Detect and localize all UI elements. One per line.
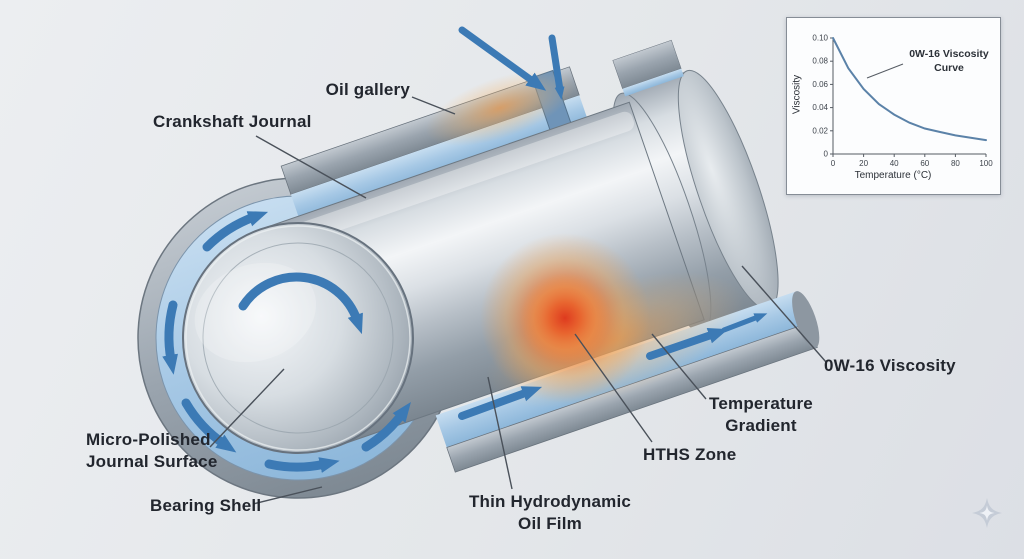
label-temperature-gradient: Temperature Gradient — [709, 394, 813, 435]
leader-line — [741, 265, 827, 363]
chart-annotation: 0W-16 Viscosity Curve — [909, 48, 989, 74]
leader-line — [255, 135, 367, 199]
oil-flow-arrow — [361, 401, 411, 452]
label-oil-gallery: Oil gallery — [325, 80, 410, 99]
svg-text:80: 80 — [951, 159, 960, 168]
oil-flow-arrow — [458, 386, 543, 420]
oil-flow-arrow — [181, 398, 237, 453]
viscosity-chart: 0.10 0.08 0.06 0.04 0.02 00 20 40 60 80 100 — [812, 34, 993, 169]
svg-text:40: 40 — [890, 159, 899, 168]
svg-text:0.08: 0.08 — [812, 57, 828, 66]
oil-flow-arrow — [721, 313, 768, 333]
rotation-arrow-icon — [238, 272, 363, 335]
svg-text:0.02: 0.02 — [812, 126, 828, 135]
svg-text:0: 0 — [824, 150, 829, 159]
label-thin-hydrodynamic-oil-film: Thin Hydrodynamic Oil Film — [468, 492, 632, 533]
label-crankshaft-journal: Crankshaft Journal — [153, 112, 312, 131]
svg-text:0.10: 0.10 — [812, 34, 828, 43]
leader-lines — [209, 96, 827, 505]
svg-text:0.06: 0.06 — [812, 80, 828, 89]
leader-line — [651, 333, 707, 400]
svg-text:100: 100 — [979, 159, 993, 168]
label-0w16-viscosity: 0W-16 Viscosity — [824, 356, 956, 375]
oil-flow-arrow — [264, 457, 340, 473]
oil-flow-arrows — [162, 26, 768, 473]
chart-x-axis-label: Temperature (°C) — [854, 170, 932, 181]
label-micro-polished-journal-surface: Micro-Polished Journal Surface — [86, 430, 218, 471]
oil-inlet-arrow — [458, 26, 547, 91]
oil-flow-arrow — [646, 328, 729, 360]
label-bearing-shell: Bearing Shell — [150, 496, 262, 515]
chart-y-axis-label: Viscosity — [791, 74, 803, 115]
leader-line — [487, 376, 513, 490]
leader-line — [252, 486, 323, 505]
label-hths-zone: HTHS Zone — [643, 445, 737, 464]
svg-text:60: 60 — [920, 159, 929, 168]
svg-text:0: 0 — [831, 159, 836, 168]
journal-face — [182, 222, 414, 454]
journal-highlight — [261, 111, 635, 254]
leader-line — [411, 96, 456, 115]
oil-inlet-arrow — [548, 34, 565, 100]
oil-flow-arrow — [162, 300, 178, 375]
oil-flow-arrow — [202, 211, 269, 252]
leader-line — [574, 333, 653, 443]
leader-line — [209, 368, 285, 448]
svg-text:20: 20 — [859, 159, 868, 168]
sparkle-icon — [972, 498, 1002, 528]
svg-text:0.04: 0.04 — [812, 103, 828, 112]
